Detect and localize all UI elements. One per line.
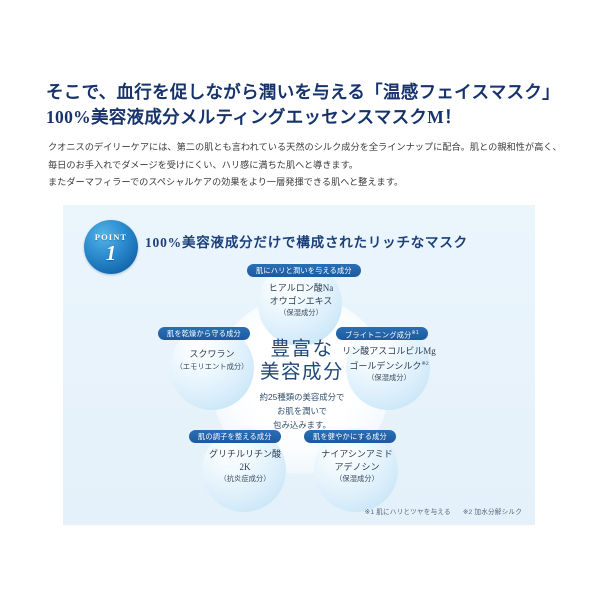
petal-bottom-right-line-1: ナイアシンアミド <box>321 449 393 459</box>
headline-line-1: そこで、血行を促しながら潤いを与える「温感フェイスマスク」 <box>46 82 560 102</box>
petal-pill-right: ブライトニング成分※1 <box>336 327 428 340</box>
headline-line-2: 100%美容液成分メルティングエッセンスマスクM！ <box>46 107 462 127</box>
body-copy: クオニスのデイリーケアには、第二の肌とも言われている天然のシルク成分を全ラインナ… <box>48 139 562 192</box>
body-copy-paragraph-2: 毎日のお手入れでダメージを受けにくい、ハリ感に満ちた肌へと導きます。 <box>48 159 359 170</box>
petal-right-sub: （保湿成分） <box>367 373 411 382</box>
petal-circle-left <box>170 326 254 410</box>
petal-pill-top: 肌にハリと潤いを与える成分 <box>247 264 361 277</box>
footnote-1: ※1 肌にハリとツヤを与える <box>364 509 451 516</box>
core-title-line-1: 豊富な <box>270 339 334 360</box>
point-panel: POINT 1 100%美容液成分だけで構成されたリッチなマスク 豊富な 美容成… <box>63 205 535 525</box>
petal-text-left: スクワラン （エモリエント成分） <box>160 348 264 373</box>
petal-bottom-right-sub: （保湿成分） <box>335 474 379 483</box>
petal-right-line-2-wrap: ゴールデンシルク※2 <box>328 358 450 373</box>
petal-top-sub: （保湿成分） <box>279 308 323 317</box>
petal-right-line-2: ゴールデンシルク <box>349 360 422 371</box>
page-headline: そこで、血行を促しながら潤いを与える「温感フェイスマスク」 100%美容液成分メ… <box>46 80 566 130</box>
ingredient-flower-diagram: 豊富な 美容成分 約25種類の美容成分で お肌を潤いで 包み込みます。 肌にハリ… <box>140 260 460 512</box>
petal-text-bottom-left: グリチルリチン酸 2K （抗炎症成分） <box>192 448 298 485</box>
petal-text-bottom-right: ナイアシンアミド アデノシン （保湿成分） <box>302 448 412 485</box>
panel-footnotes: ※1 肌にハリとツヤを与える ※2 加水分解シルク <box>365 506 522 516</box>
footnote-2: ※2 加水分解シルク <box>462 509 522 516</box>
petal-text-right: リン酸アスコルビルMg ゴールデンシルク※2 （保湿成分） <box>328 345 450 384</box>
petal-pill-right-note: ※1 <box>411 330 419 336</box>
core-description: 約25種類の美容成分で お肌を潤いで 包み込みます。 <box>232 390 372 432</box>
core-title-line-2: 美容成分 <box>259 362 344 383</box>
petal-left-sub: （エモリエント成分） <box>175 361 249 371</box>
petal-circle-right <box>346 326 430 410</box>
point-badge-number: 1 <box>105 241 117 265</box>
point-badge-label: POINT <box>94 232 128 242</box>
petal-pill-bottom-left: 肌の調子を整える成分 <box>189 430 281 443</box>
petal-right-line-1: リン酸アスコルビルMg <box>342 346 436 356</box>
core-title: 豊富な 美容成分 <box>232 338 372 384</box>
petal-pill-left: 肌を乾燥から守る成分 <box>158 327 250 340</box>
point-badge: POINT 1 <box>84 220 138 274</box>
diagram-center-text: 豊富な 美容成分 約25種類の美容成分で お肌を潤いで 包み込みます。 <box>232 338 372 432</box>
core-desc-line-2: お肌を潤いで <box>277 406 327 416</box>
point-title: 100%美容液成分だけで構成されたリッチなマスク <box>145 235 468 250</box>
petal-top-line-2: オウゴンエキス <box>269 295 333 306</box>
petal-top-line-1: ヒアルロン酸Na <box>268 283 334 293</box>
petal-text-top: ヒアルロン酸Na オウゴンエキス （保湿成分） <box>246 282 356 319</box>
petal-bottom-left-line-1: グリチルリチン酸 <box>208 449 281 459</box>
petal-right-line-2-note: ※2 <box>421 360 429 367</box>
body-copy-paragraph-3: またダーマフィラーでのスペシャルケアの効果をより一層発揮できる肌へと整えます。 <box>48 177 404 187</box>
petal-pill-right-label: ブライトニング成分 <box>345 330 412 340</box>
body-copy-paragraph-1: クオニスのデイリーケアには、第二の肌とも言われている天然のシルク成分を全ラインナ… <box>48 142 562 152</box>
petal-bottom-right-line-2: アデノシン <box>334 461 380 472</box>
petal-bottom-left-line-2: 2K <box>239 461 251 472</box>
core-desc-line-1: 約25種類の美容成分で <box>259 392 345 402</box>
petal-left-line-1: スクワラン <box>189 349 235 359</box>
petal-bottom-left-sub: （抗炎症成分） <box>219 474 271 483</box>
core-desc-line-3: 包み込みます。 <box>273 420 331 430</box>
petal-pill-bottom-right: 肌を健やかにする成分 <box>304 430 396 443</box>
